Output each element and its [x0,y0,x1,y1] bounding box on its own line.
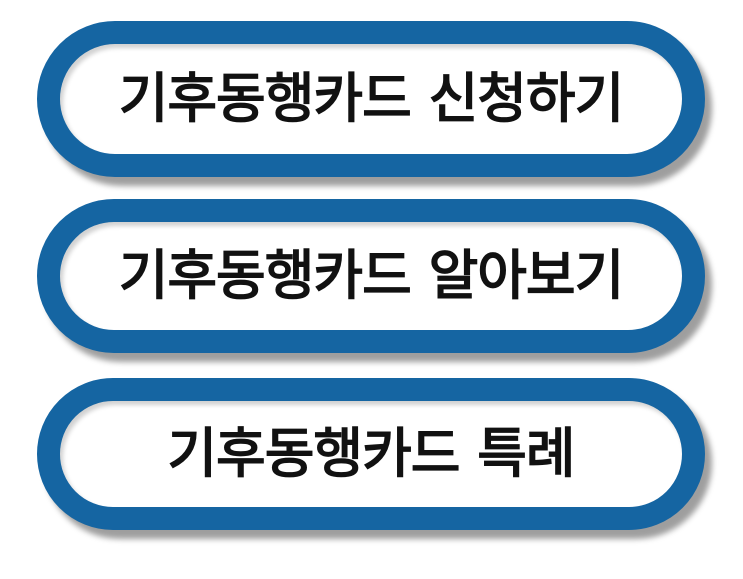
learn-card-button[interactable]: 기후동행카드 알아보기 [37,199,705,353]
learn-card-label: 기후동행카드 알아보기 [118,244,625,307]
card-special-case-label: 기후동행카드 특례 [167,422,575,485]
apply-card-label: 기후동행카드 신청하기 [118,67,625,130]
apply-card-button[interactable]: 기후동행카드 신청하기 [37,21,705,177]
card-special-case-button[interactable]: 기후동행카드 특례 [37,378,705,530]
